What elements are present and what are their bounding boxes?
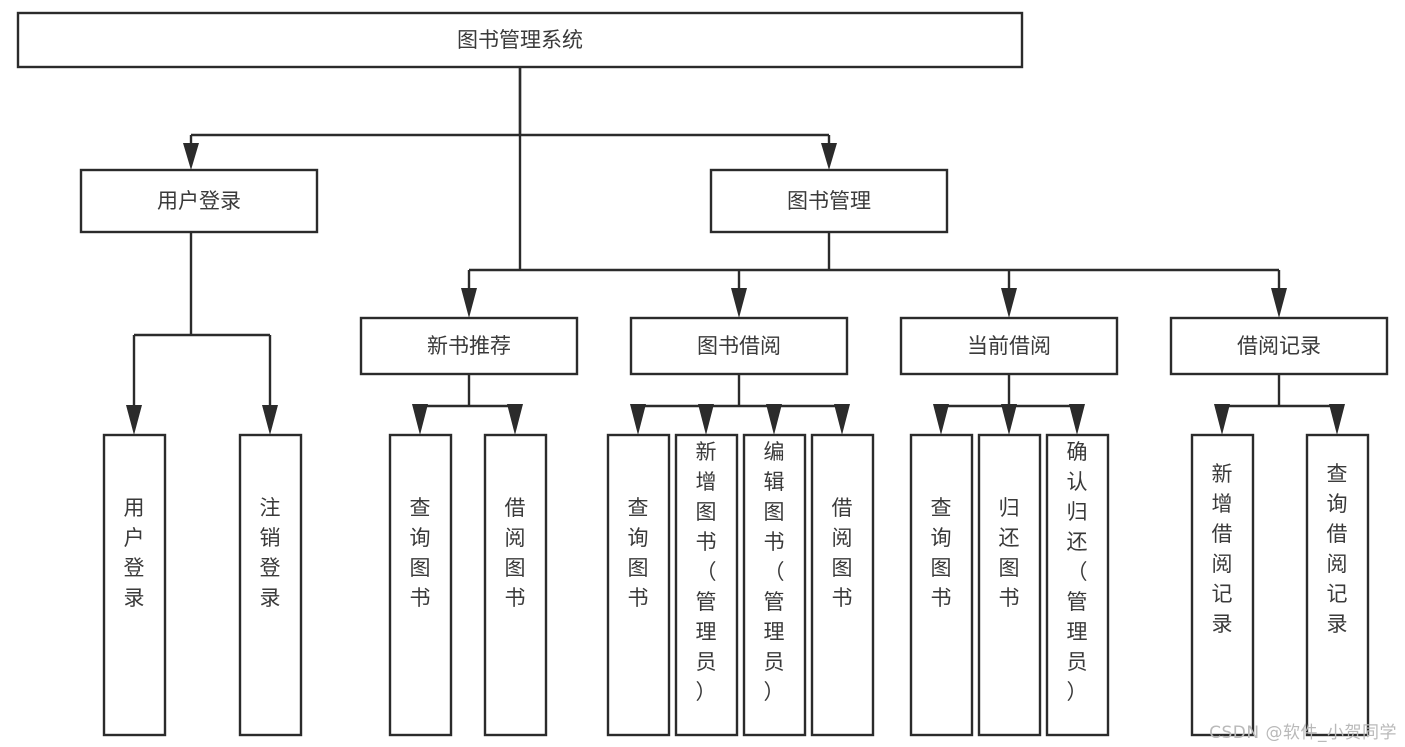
node-leaf-add-record-label: 新增借阅记录 (1212, 462, 1233, 636)
node-leaf-confirm-return[interactable]: 确认归还（管理员） (1045, 433, 1110, 737)
node-leaf-user-logout-label: 注销登录 (260, 496, 281, 610)
node-leaf-query-book-2-box[interactable] (606, 433, 671, 737)
node-leaf-return-book[interactable]: 归还图书 (977, 433, 1042, 737)
node-borrow-record-label: 借阅记录 (1237, 334, 1321, 358)
node-leaf-edit-book-label: 编辑图书（管理员） (764, 440, 785, 704)
node-leaf-add-book[interactable]: 新增图书（管理员） (674, 433, 739, 737)
arrowhead-leaf-edit-book (766, 404, 782, 435)
arrowhead-user-login (183, 143, 199, 170)
arrowhead-borrow-record (1271, 288, 1287, 318)
arrowhead-leaf-user-logout (262, 405, 278, 435)
arrowhead-leaf-confirm-return (1069, 404, 1085, 435)
node-leaf-borrow-book-2-box[interactable] (810, 433, 875, 737)
node-leaf-user-logout[interactable]: 注销登录 (238, 433, 303, 737)
arrowhead-leaf-query-book-3 (933, 404, 949, 435)
node-current-borrow-box[interactable] (899, 316, 1119, 376)
node-leaf-query-book-3[interactable]: 查询图书 (909, 433, 974, 737)
csdn-watermark: CSDN @软件_小贺同学 (1209, 723, 1397, 743)
node-leaf-borrow-book-2[interactable]: 借阅图书 (810, 433, 875, 737)
node-book-manage-box[interactable] (709, 168, 949, 234)
node-book-borrow-label: 图书借阅 (697, 334, 781, 358)
node-current-borrow-label: 当前借阅 (967, 334, 1051, 358)
arrowhead-leaf-add-record (1214, 404, 1230, 435)
node-leaf-add-record-box[interactable] (1190, 433, 1255, 737)
node-root-label: 图书管理系统 (457, 28, 583, 52)
node-leaf-query-record-box[interactable] (1305, 433, 1370, 737)
arrowhead-book-borrow (731, 288, 747, 318)
node-leaf-user-logout-box[interactable] (238, 433, 303, 737)
arrowhead-leaf-query-record (1329, 404, 1345, 435)
arrowhead-leaf-borrow-book-2 (834, 404, 850, 435)
connector-group-new-book-recommend (412, 374, 523, 435)
node-leaf-borrow-book-1-box[interactable] (483, 433, 548, 737)
connector-group-root (183, 67, 837, 270)
node-leaf-borrow-book-2-label: 借阅图书 (832, 496, 853, 610)
connector-group-book-manage (461, 232, 1287, 318)
node-root-box[interactable] (16, 11, 1024, 69)
node-leaf-user-login-box[interactable] (102, 433, 167, 737)
node-new-book-recommend-box[interactable] (359, 316, 579, 376)
arrowhead-leaf-return-book (1001, 404, 1017, 435)
node-leaf-return-book-box[interactable] (977, 433, 1042, 737)
connector-group-user-login (126, 232, 278, 435)
node-leaf-confirm-return-label: 确认归还（管理员） (1067, 440, 1088, 704)
node-borrow-record[interactable]: 借阅记录 (1169, 316, 1389, 376)
node-borrow-record-box[interactable] (1169, 316, 1389, 376)
arrowhead-leaf-query-book-1 (412, 404, 428, 435)
node-leaf-query-record-label: 查询借阅记录 (1327, 462, 1348, 636)
node-leaf-return-book-label: 归还图书 (999, 496, 1020, 610)
node-leaf-edit-book[interactable]: 编辑图书（管理员） (742, 433, 807, 737)
node-leaf-edit-book-box[interactable] (742, 433, 807, 737)
node-leaf-user-login-label: 用户登录 (124, 496, 145, 610)
node-user-login-box[interactable] (79, 168, 319, 234)
node-leaf-add-book-label: 新增图书（管理员） (696, 440, 717, 704)
arrowhead-book-manage (821, 143, 837, 170)
arrowhead-new-book-recommend (461, 288, 477, 318)
node-new-book-recommend[interactable]: 新书推荐 (359, 316, 579, 376)
arrowhead-leaf-query-book-2 (630, 404, 646, 435)
node-book-manage-label: 图书管理 (787, 189, 871, 213)
node-leaf-add-book-box[interactable] (674, 433, 739, 737)
arrowhead-leaf-add-book (698, 404, 714, 435)
node-current-borrow[interactable]: 当前借阅 (899, 316, 1119, 376)
node-leaf-borrow-book-1[interactable]: 借阅图书 (483, 433, 548, 737)
arrowhead-leaf-borrow-book-1 (507, 404, 523, 435)
node-leaf-query-book-1-label: 查询图书 (410, 496, 431, 610)
node-leaf-query-book-1-box[interactable] (388, 433, 453, 737)
connector-group-borrow-record (1214, 374, 1345, 435)
node-new-book-recommend-label: 新书推荐 (427, 334, 511, 358)
node-leaf-query-record[interactable]: 查询借阅记录 (1305, 433, 1370, 737)
node-leaf-query-book-2-label: 查询图书 (628, 496, 649, 610)
arrowhead-current-borrow (1001, 288, 1017, 318)
node-leaf-query-book-3-box[interactable] (909, 433, 974, 737)
node-leaf-borrow-book-1-label: 借阅图书 (505, 496, 526, 610)
node-leaf-add-record[interactable]: 新增借阅记录 (1190, 433, 1255, 737)
node-book-manage[interactable]: 图书管理 (709, 168, 949, 234)
node-leaf-query-book-2[interactable]: 查询图书 (606, 433, 671, 737)
node-book-borrow-box[interactable] (629, 316, 849, 376)
node-leaf-user-login[interactable]: 用户登录 (102, 433, 167, 737)
node-book-borrow[interactable]: 图书借阅 (629, 316, 849, 376)
node-leaf-query-book-1[interactable]: 查询图书 (388, 433, 453, 737)
connector-group-current-borrow (933, 374, 1085, 435)
node-leaf-query-book-3-label: 查询图书 (931, 496, 952, 610)
arrowhead-leaf-user-login (126, 405, 142, 435)
node-user-login-label: 用户登录 (157, 189, 241, 213)
node-user-login[interactable]: 用户登录 (79, 168, 319, 234)
connector-group-book-borrow (630, 374, 850, 435)
node-root[interactable]: 图书管理系统 (16, 11, 1024, 69)
node-leaf-confirm-return-box[interactable] (1045, 433, 1110, 737)
